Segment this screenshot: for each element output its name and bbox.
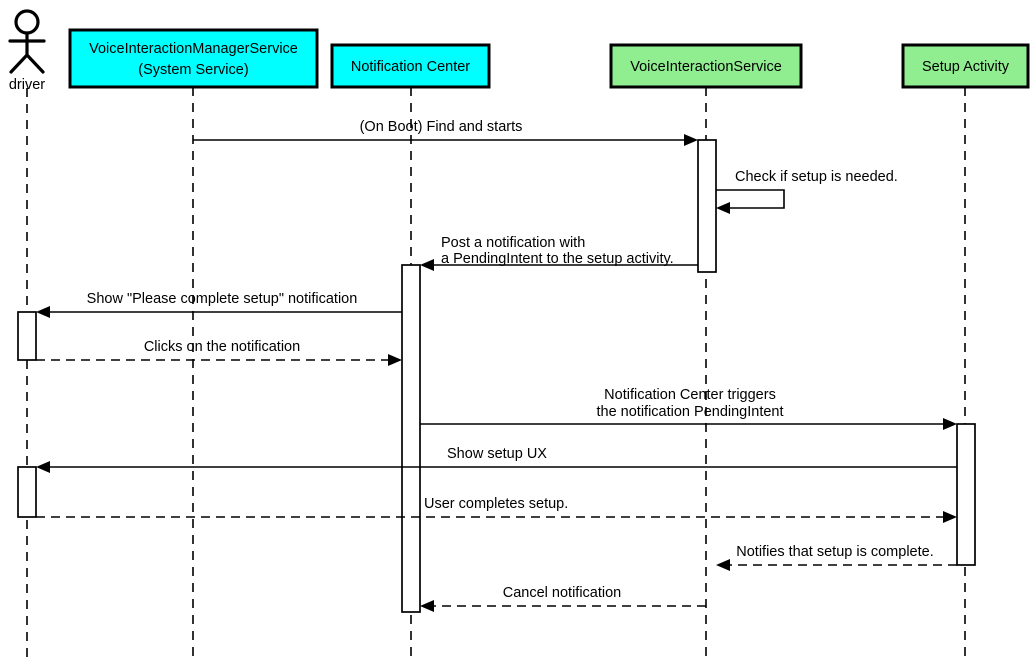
message-label: User completes setup. [424, 496, 568, 512]
participant-box-voice-interaction-service[interactable] [609, 43, 803, 89]
participant-label-voice-interaction-service: VoiceInteractionService [630, 59, 782, 75]
message-user-completes-setup[interactable]: User completes setup. [36, 496, 957, 523]
arrowhead-right-icon [388, 354, 402, 366]
participant-setup-activity[interactable]: Setup Activity [901, 43, 1030, 89]
message-notification-center-triggers-pendingintent[interactable]: Notification Center triggers the notific… [420, 387, 957, 430]
message-label: Show "Please complete setup" notificatio… [87, 291, 358, 307]
actor-head-icon [14, 9, 40, 35]
participant-label-vims-line1: VoiceInteractionManagerService [89, 41, 298, 57]
activation-bar-driver-1 [17, 311, 37, 361]
participant-label-driver: driver [9, 77, 45, 93]
message-show-setup-ux[interactable]: Show setup UX [36, 446, 957, 473]
message-notifies-that-setup-is-complete[interactable]: Notifies that setup is complete. [716, 544, 957, 571]
arrowhead-left-icon [420, 600, 434, 612]
actor-leg-right-icon [25, 53, 45, 74]
activation-bar-voice-interaction-service [697, 139, 717, 273]
arrowhead-left-icon [716, 559, 730, 571]
message-clicks-on-the-notification[interactable]: Clicks on the notification [36, 339, 402, 366]
participant-voice-interaction-service[interactable]: VoiceInteractionService [609, 43, 803, 89]
activation-bar-notification-center [401, 264, 421, 613]
arrowhead-left-icon [420, 259, 434, 271]
arrowhead-right-icon [943, 418, 957, 430]
message-label: Notifies that setup is complete. [736, 544, 933, 560]
message-label: Check if setup is needed. [735, 169, 898, 185]
activation-bar-driver-2 [17, 466, 37, 518]
arrowhead-left-icon [36, 306, 50, 318]
message-label-line2: a PendingIntent to the setup activity. [441, 251, 674, 267]
arrowhead-left-icon [716, 202, 730, 214]
message-post-a-notification[interactable]: Post a notification with a PendingIntent… [420, 235, 698, 271]
message-label-line1: Notification Center triggers [604, 387, 776, 403]
message-label: Cancel notification [503, 585, 622, 601]
arrowhead-right-icon [943, 511, 957, 523]
message-label: Clicks on the notification [144, 339, 300, 355]
participant-box-notification-center[interactable] [330, 43, 491, 89]
message-on-boot-find-and-starts[interactable]: (On Boot) Find and starts [193, 119, 698, 146]
participant-box-setup-activity[interactable] [901, 43, 1030, 89]
participant-driver[interactable]: driver [8, 9, 46, 93]
message-label: Show setup UX [447, 446, 547, 462]
message-cancel-notification[interactable]: Cancel notification [420, 585, 706, 612]
participant-box-vims[interactable] [68, 28, 319, 89]
arrowhead-left-icon [36, 461, 50, 473]
message-label-line2: the notification PendingIntent [596, 404, 783, 420]
message-check-if-setup-is-needed[interactable]: Check if setup is needed. [716, 169, 898, 214]
activation-bar-setup-activity [956, 423, 976, 566]
participant-vims[interactable]: VoiceInteractionManagerService (System S… [68, 28, 319, 89]
participant-label-vims-line2: (System Service) [138, 62, 248, 78]
message-label: (On Boot) Find and starts [360, 119, 523, 135]
message-self-path [716, 189, 785, 209]
arrowhead-right-icon [684, 134, 698, 146]
message-show-please-complete-setup-notification[interactable]: Show "Please complete setup" notificatio… [36, 291, 402, 318]
message-label-line1: Post a notification with [441, 235, 585, 251]
participant-notification-center[interactable]: Notification Center [330, 43, 491, 89]
actor-leg-left-icon [9, 53, 29, 74]
participant-label-setup-activity: Setup Activity [922, 59, 1010, 75]
participant-label-notification-center: Notification Center [351, 59, 470, 75]
